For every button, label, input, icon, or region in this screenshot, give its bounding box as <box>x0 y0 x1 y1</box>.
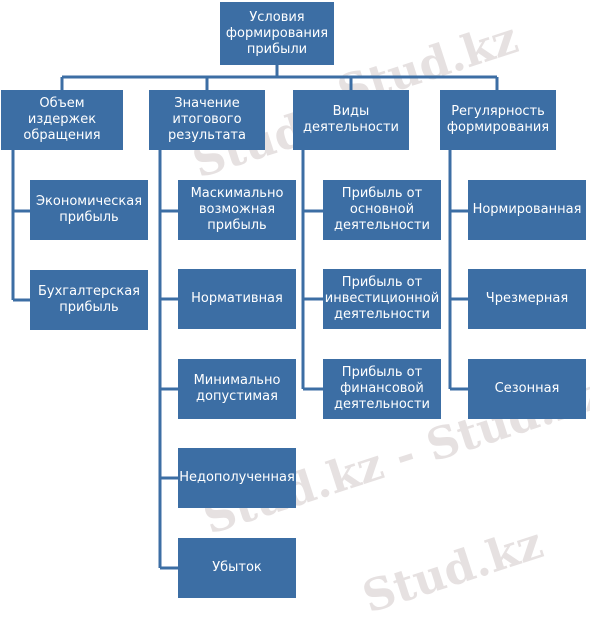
category-regularity: Регулярность формирования <box>440 90 556 150</box>
item-normalized: Нормированная <box>468 180 586 240</box>
item-economic-profit: Экономическая прибыль <box>30 180 148 240</box>
item-excessive: Чрезмерная <box>468 269 586 329</box>
item-max-profit: Маскимально возможная прибыль <box>178 180 296 240</box>
item-loss: Убыток <box>178 538 296 598</box>
item-seasonal: Сезонная <box>468 359 586 419</box>
category-costs: Объем издержек обращения <box>1 90 123 150</box>
item-normative: Нормативная <box>178 269 296 329</box>
item-accounting-profit: Бухгалтерская прибыль <box>30 270 148 330</box>
item-min-acceptable: Минимально допустимая <box>178 359 296 419</box>
item-investment-activity-profit: Прибыль от инвестиционной деятельности <box>323 269 441 329</box>
item-financial-activity-profit: Прибыль от финансовой деятельности <box>323 359 441 419</box>
category-activity: Виды деятельности <box>293 90 409 150</box>
connector-lines <box>11 65 499 570</box>
item-main-activity-profit: Прибыль от основной деятельности <box>323 180 441 240</box>
item-lost-profit: Недополученная <box>178 448 296 508</box>
root-node: Условия формирования прибыли <box>220 2 334 65</box>
category-result: Значение итогового результата <box>149 90 265 150</box>
